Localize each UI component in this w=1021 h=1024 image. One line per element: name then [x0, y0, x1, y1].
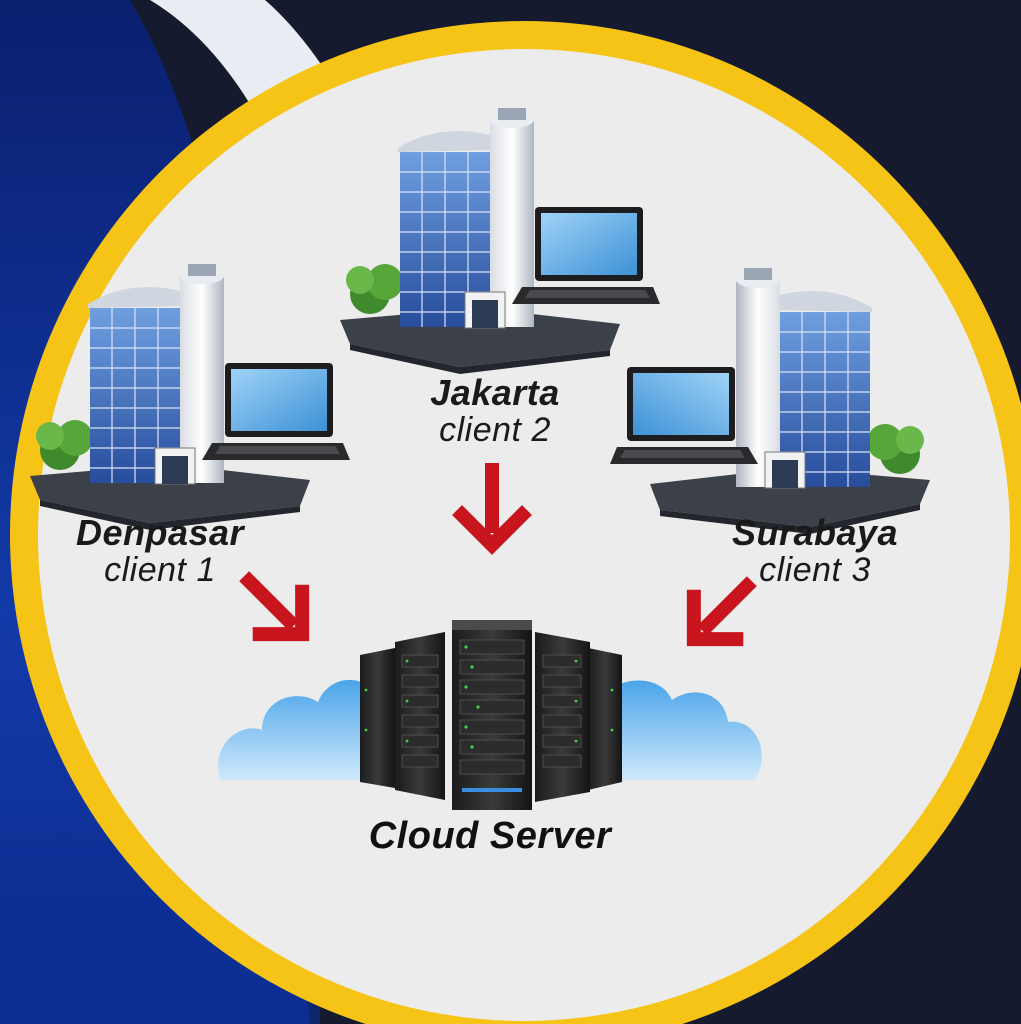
client-3-label: Surabaya client 3 — [700, 512, 930, 589]
server-label: Cloud Server — [368, 815, 612, 857]
client-2-label: Jakarta client 2 — [380, 372, 610, 449]
client-1-role: client 1 — [104, 551, 216, 589]
client-1-city: Denpasar — [75, 512, 245, 553]
cloud-left-icon — [218, 679, 380, 780]
cloud-right-icon — [600, 680, 762, 780]
client-3-role: client 3 — [759, 551, 871, 589]
client-3-city: Surabaya — [731, 512, 899, 553]
server-rack-icon — [360, 620, 622, 810]
client-2-city: Jakarta — [430, 372, 560, 413]
client-1-label: Denpasar client 1 — [45, 512, 275, 589]
client-2-role: client 2 — [439, 411, 551, 449]
